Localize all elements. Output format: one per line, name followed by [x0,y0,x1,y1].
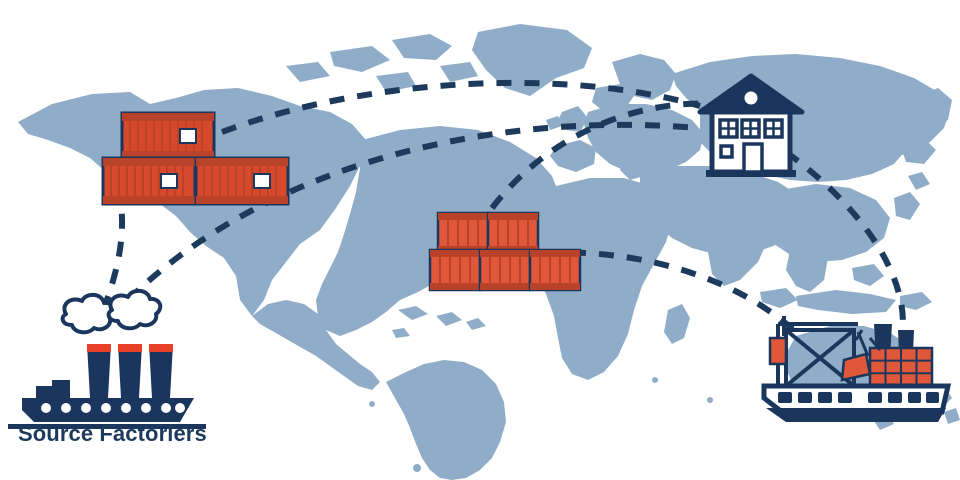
factory-ship-waterline [8,424,206,429]
route-line-na-containers-to-warehouse [220,79,701,135]
factory-smokestack [87,344,173,398]
route-line-warehouse-to-cargo-ship [784,149,906,337]
cargo-ship-deck-crane [854,329,882,357]
cargo-ship-keel [766,408,946,422]
factory-ship-porthole [41,403,185,413]
crane-lifted-container [768,336,788,366]
route-line-factory-ship-to-warehouse [125,121,699,303]
factory-ship-bridge [36,380,70,398]
cargo-ship-cargo-scoop [840,352,872,382]
shipping-container [428,248,482,292]
shipping-container [486,211,540,255]
shipping-container [528,248,582,292]
route-line-africa-containers-to-warehouse [489,100,713,210]
warehouse-window-small [719,144,734,159]
smoke-cloud [60,288,163,335]
shipping-container [194,156,290,206]
shipping-container [478,248,532,292]
warehouse-attic-window [744,91,758,105]
shipping-container [101,156,197,206]
warehouse-door [742,142,764,174]
page-title: Source Factoriers [18,421,207,446]
shipping-container [120,111,216,161]
cargo-ship-hull-window [778,392,939,403]
